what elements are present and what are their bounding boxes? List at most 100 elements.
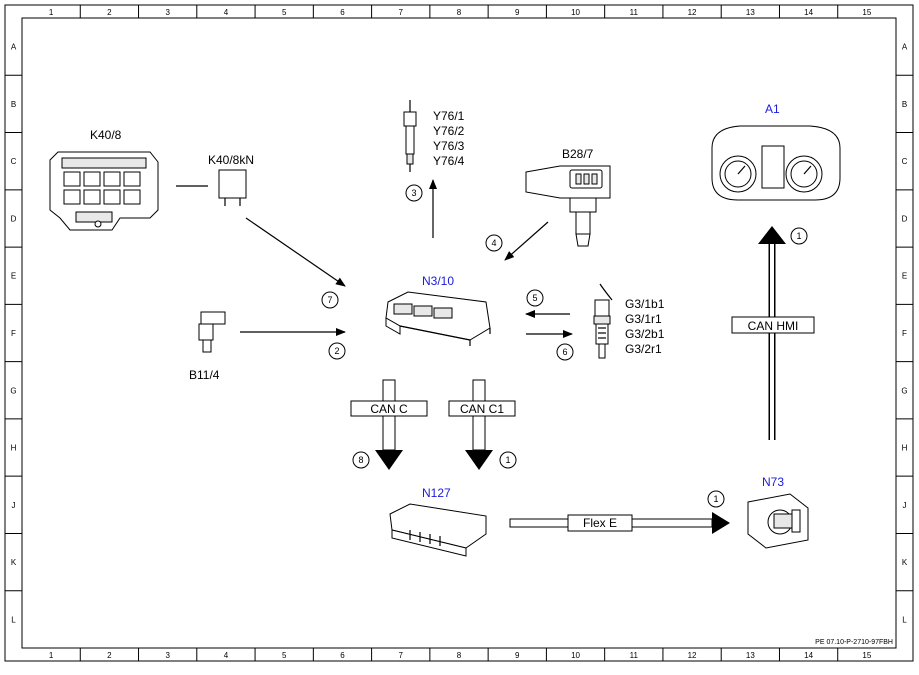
grid-row-left-K: K — [11, 558, 17, 567]
callout-8-circle — [352, 451, 370, 469]
callout-2: 2 — [334, 346, 339, 356]
callout-3-circle — [405, 184, 423, 202]
grid-row-left-L: L — [11, 615, 16, 624]
g3-label-2: G3/1r1 — [625, 312, 662, 326]
grid-row-right-L: L — [902, 615, 907, 624]
grid-row-left-A: A — [11, 43, 17, 52]
a1-label: A1 — [765, 102, 780, 116]
callout-5-circle — [526, 289, 544, 307]
grid-col-bottom-2: 2 — [107, 651, 112, 660]
n3-10-engine-control-unit[interactable] — [385, 291, 491, 346]
callout-7: 7 — [327, 295, 332, 305]
y76-label-3: Y76/3 — [433, 139, 465, 153]
grid-row-left-E: E — [11, 272, 16, 281]
a1-instrument-cluster[interactable] — [711, 125, 841, 201]
k40-8-relay-module[interactable] — [49, 151, 159, 231]
callout-5: 5 — [532, 293, 537, 303]
k40-8kn-label: K40/8kN — [208, 153, 254, 167]
arrow-k40-8kn-to-n3-10 — [245, 217, 346, 287]
callout-2-circle — [328, 342, 346, 360]
grid-row-left-D: D — [11, 214, 17, 223]
n73-label: N73 — [762, 475, 784, 489]
b28-7-label: B28/7 — [562, 147, 594, 161]
callout-6: 6 — [562, 347, 567, 357]
grid-col-bottom-12: 12 — [688, 651, 697, 660]
grid-col-bottom-4: 4 — [224, 651, 229, 660]
outer-frame — [4, 4, 914, 662]
grid-row-right-E: E — [902, 272, 907, 281]
n127-label: N127 — [422, 486, 451, 500]
callout-8: 8 — [358, 455, 363, 465]
g3-label-1: G3/1b1 — [625, 297, 665, 311]
grid-row-right-J: J — [903, 501, 907, 510]
grid-col-top-2: 2 — [107, 8, 112, 17]
callout-4: 4 — [491, 238, 496, 248]
grid-col-top-10: 10 — [571, 8, 580, 17]
g3-label-3: G3/2b1 — [625, 327, 665, 341]
grid-col-top-13: 13 — [746, 8, 755, 17]
can-hmi-label-box — [731, 316, 815, 334]
grid-row-right-A: A — [902, 43, 908, 52]
grid-col-bottom-14: 14 — [804, 651, 813, 660]
grid-col-top-4: 4 — [224, 8, 229, 17]
can-hmi-arrowhead — [758, 226, 786, 244]
b28-7-pressure-sensor[interactable] — [525, 165, 611, 247]
grid-col-bottom-6: 6 — [340, 651, 345, 660]
arrow-b28-7-to-n3-10 — [504, 221, 549, 261]
can-hmi-label: CAN HMI — [748, 319, 799, 333]
grid-row-left-G: G — [10, 386, 16, 395]
grid-col-top-6: 6 — [340, 8, 345, 17]
grid-row-right-C: C — [902, 157, 908, 166]
can-c-arrowhead — [375, 450, 403, 470]
grid-row-left-C: C — [11, 157, 17, 166]
n73-ignition-lock[interactable] — [747, 493, 809, 549]
callout-6-circle — [556, 343, 574, 361]
callout-4-circle — [485, 234, 503, 252]
grid-col-bottom-3: 3 — [165, 651, 170, 660]
callout-1-a1-circle — [790, 227, 808, 245]
y76-label-4: Y76/4 — [433, 154, 465, 168]
grid-col-bottom-15: 15 — [862, 651, 871, 660]
grid-row-left-F: F — [11, 329, 16, 338]
grid-row-left-B: B — [11, 100, 16, 109]
grid-col-top-3: 3 — [165, 8, 170, 17]
grid-col-bottom-5: 5 — [282, 651, 287, 660]
callout-1-can-c1: 1 — [505, 455, 510, 465]
callout-7-circle — [321, 291, 339, 309]
reference-code: PE 07.10-P-2710-97FBH — [815, 639, 893, 646]
k40-8kn-fuse[interactable] — [218, 169, 247, 206]
grid-col-bottom-8: 8 — [457, 651, 462, 660]
grid-col-top-7: 7 — [399, 8, 404, 17]
y76-injector[interactable] — [403, 100, 417, 172]
grid-row-left-H: H — [11, 444, 17, 453]
callout-1-a1: 1 — [796, 231, 801, 241]
grid-col-top-1: 1 — [49, 8, 54, 17]
grid-col-bottom-7: 7 — [399, 651, 404, 660]
grid-col-bottom-11: 11 — [630, 651, 639, 660]
b11-4-temperature-sensor[interactable] — [198, 311, 226, 353]
grid-col-top-15: 15 — [862, 8, 871, 17]
grid-marks: 1122334455667788991010111112121313141415… — [5, 5, 913, 661]
can-c-label: CAN C — [370, 402, 408, 416]
callout-1-flex: 1 — [713, 494, 718, 504]
grid-col-top-11: 11 — [630, 8, 639, 17]
flex-e-label: Flex E — [583, 516, 617, 530]
b11-4-label: B11/4 — [189, 368, 220, 382]
grid-col-bottom-9: 9 — [515, 651, 520, 660]
grid-row-left-J: J — [12, 501, 16, 510]
g3-oxygen-sensor[interactable] — [593, 283, 613, 359]
grid-row-right-D: D — [902, 214, 908, 223]
callout-1-can-c1-circle — [499, 451, 517, 469]
n127-powertrain-control-unit[interactable] — [389, 503, 487, 557]
can-c1-label: CAN C1 — [460, 402, 504, 416]
grid-row-right-B: B — [902, 100, 907, 109]
grid-col-top-8: 8 — [457, 8, 462, 17]
g3-label-4: G3/2r1 — [625, 342, 662, 356]
grid-col-top-14: 14 — [804, 8, 813, 17]
callout-3: 3 — [411, 188, 416, 198]
grid-col-bottom-1: 1 — [49, 651, 54, 660]
inner-frame — [21, 17, 897, 649]
y76-label-2: Y76/2 — [433, 124, 465, 138]
